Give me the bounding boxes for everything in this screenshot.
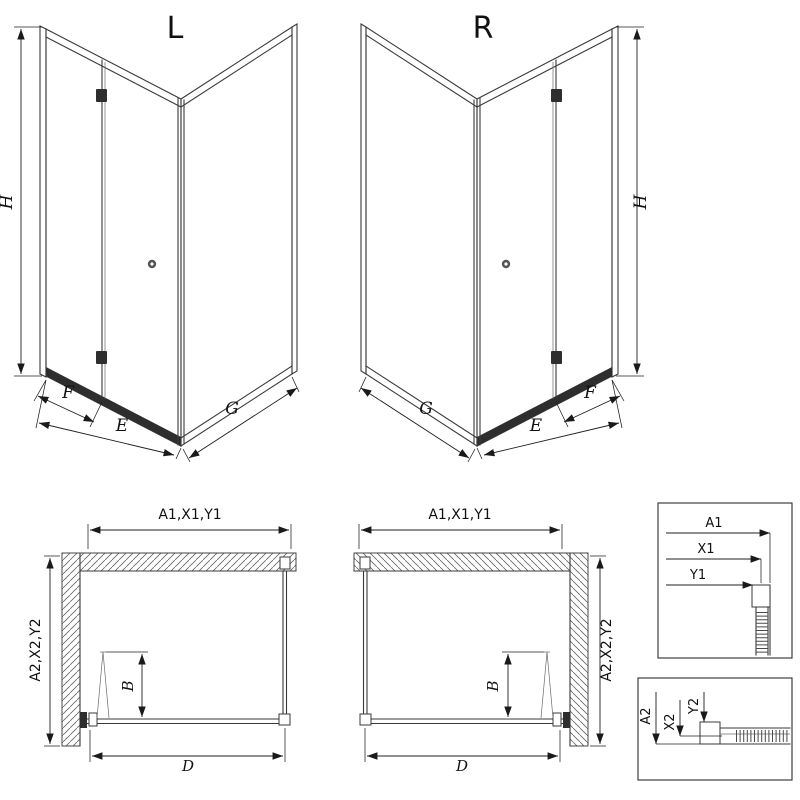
variant-title-right: R xyxy=(473,11,494,46)
wall-bracket xyxy=(279,556,291,570)
wall-section-side xyxy=(61,552,81,747)
wall-profile-left xyxy=(39,25,47,378)
perspective-view-left xyxy=(14,23,300,463)
dim-label-x2-detail: X2 xyxy=(663,713,678,730)
corner-post-plan xyxy=(278,713,291,726)
wall-section-top xyxy=(79,552,297,572)
dim-label-h-left: H xyxy=(0,193,17,210)
dim-label-a1-detail: A1 xyxy=(705,516,722,531)
dim-label-g-left: G xyxy=(225,399,239,419)
dim-label-a2-detail: A2 xyxy=(639,707,654,724)
plan-view-right xyxy=(354,524,606,762)
hinge-top xyxy=(96,89,107,102)
dim-label-h-right: H xyxy=(631,193,651,210)
dim-label-f-left: F xyxy=(61,383,75,403)
dim-label-f-right: F xyxy=(583,383,597,403)
variant-title-left: L xyxy=(167,11,184,46)
detail-view-vertical xyxy=(637,677,793,781)
dim-label-a1-plan-left: A1,X1,Y1 xyxy=(158,507,221,523)
dim-label-e-right: E xyxy=(529,416,543,436)
detail-view-horizontal xyxy=(657,502,793,659)
dim-line-g xyxy=(188,387,298,459)
dim-line-f xyxy=(37,395,95,423)
glass-side-panel xyxy=(180,25,293,448)
door-folded-position xyxy=(96,651,104,719)
door-wall-profile xyxy=(80,712,87,728)
dim-label-e-left: E xyxy=(115,416,129,436)
adjust-profile-section xyxy=(751,584,771,608)
door-bottom-rail xyxy=(46,367,181,446)
perspective-view-right xyxy=(359,24,644,462)
dim-label-a2-plan-left: A2,X2,Y2 xyxy=(28,618,44,681)
dim-label-b-plan-left: B xyxy=(119,680,137,692)
hinge-bottom xyxy=(96,351,107,364)
dim-label-y2-detail: Y2 xyxy=(687,698,702,715)
dim-label-d-plan-left: D xyxy=(181,757,194,775)
dim-line-e xyxy=(38,421,175,457)
wall-profile-right xyxy=(291,23,298,375)
door-hinge-plan xyxy=(88,712,98,727)
dim-label-b-plan-right: B xyxy=(484,680,502,692)
dim-label-x1-detail: X1 xyxy=(697,542,714,557)
labels: L R H F E G H F E G A1,X1,Y1 A2,X2,Y2 B … xyxy=(0,11,723,775)
dim-label-y1-detail: Y1 xyxy=(689,568,706,583)
adjust-profile-section-2 xyxy=(699,721,721,745)
plan-view-left xyxy=(44,524,297,762)
dim-label-a2-plan-right: A2,X2,Y2 xyxy=(599,618,615,681)
dim-label-d-plan-right: D xyxy=(455,757,468,775)
dim-label-g-right: G xyxy=(419,399,433,419)
dim-label-a1-plan-right: A1,X1,Y1 xyxy=(428,507,491,523)
